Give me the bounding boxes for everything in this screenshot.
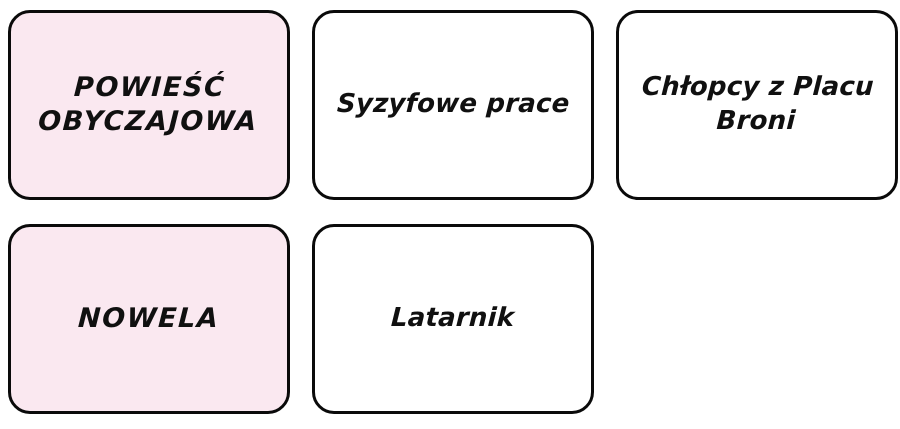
card-label-line-1: Chłopcy z Placu	[641, 72, 875, 103]
card-label-line-1: Syzyfowe prace	[336, 89, 571, 120]
card-label-line-2: OBYCZAJOWA	[37, 106, 259, 137]
category-card-nowela[interactable]: NOWELA	[8, 224, 290, 414]
card-label: NOWELA	[77, 302, 220, 336]
board-cell-r2c3-empty	[616, 224, 898, 414]
work-card-latarnik[interactable]: Latarnik	[312, 224, 594, 414]
empty-slot[interactable]	[616, 224, 898, 414]
card-label: Syzyfowe prace	[336, 88, 570, 122]
board-cell-r1c2: Syzyfowe prace	[312, 10, 594, 200]
card-label-line-2: Broni	[715, 106, 797, 136]
card-label-line-1: POWIEŚĆ	[73, 71, 227, 103]
card-label: Latarnik	[390, 302, 516, 336]
card-label-line-1: Latarnik	[390, 303, 516, 334]
board-row-2: NOWELA Latarnik	[0, 200, 900, 414]
board-cell-r2c1: NOWELA	[8, 224, 290, 414]
board-cell-r2c2: Latarnik	[312, 224, 594, 414]
work-card-syzyfowe-prace[interactable]: Syzyfowe prace	[312, 10, 594, 200]
card-label-line-1: NOWELA	[77, 302, 221, 334]
